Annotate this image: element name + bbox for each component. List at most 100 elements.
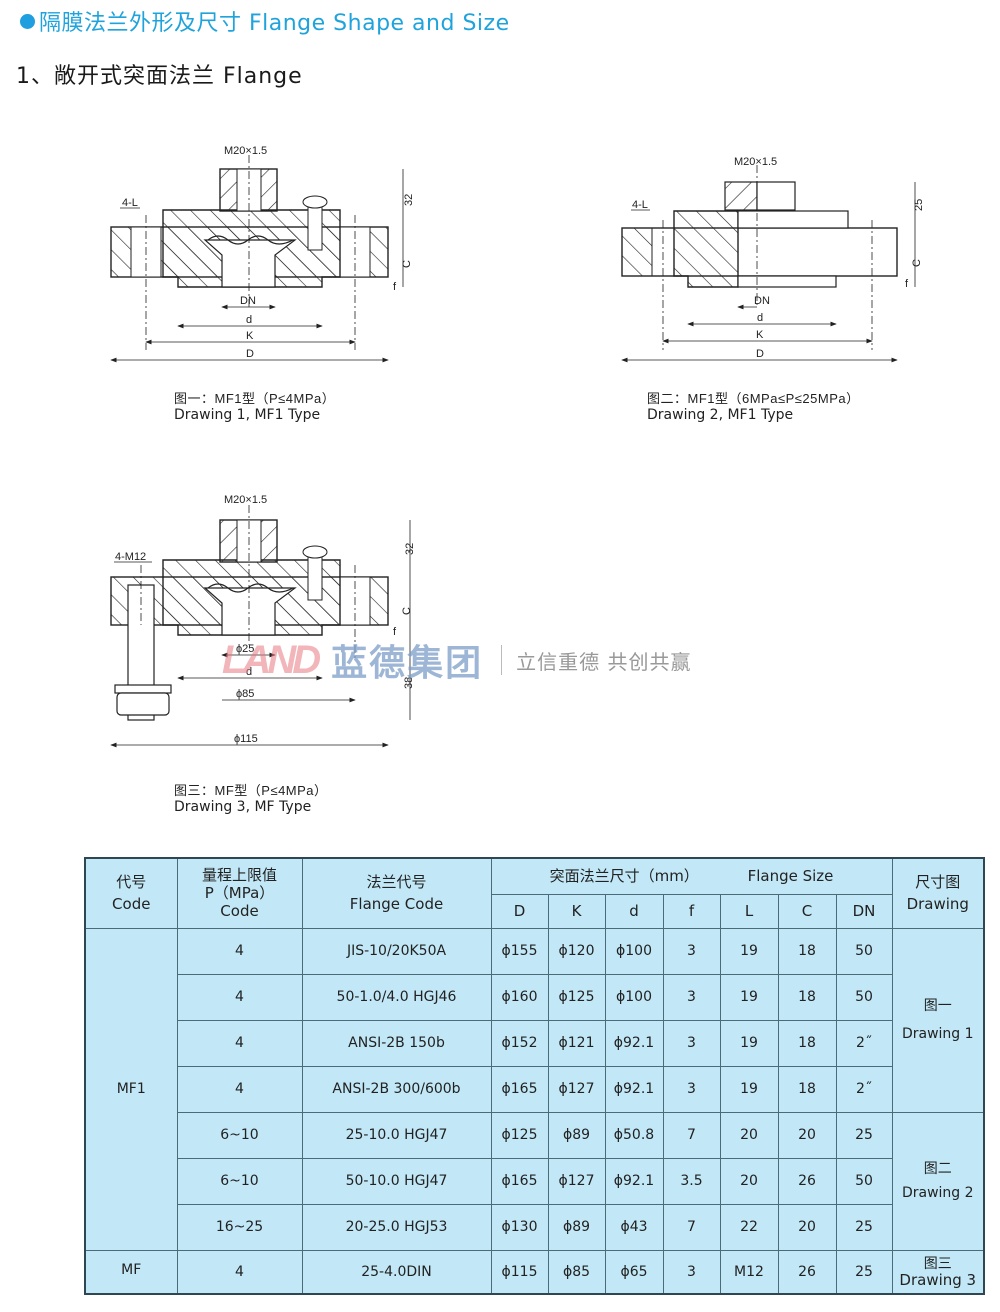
cell-pressure: 4 <box>176 973 303 1021</box>
label-bolt-length: 38 <box>403 677 415 689</box>
cell-C: 18 <box>777 973 837 1021</box>
table-row: 6~10 50-10.0 HGJ47 ϕ165 ϕ127 ϕ92.1 3.5 2… <box>85 1157 984 1205</box>
cell-K: ϕ121 <box>547 1019 606 1067</box>
subsection-title: 1、敞开式突面法兰 Flange <box>16 64 303 89</box>
code-cell-MF: MF <box>84 1249 178 1295</box>
table-row: 16~25 20-25.0 HGJ53 ϕ130 ϕ89 ϕ43 7 22 20… <box>85 1203 984 1251</box>
cell-D: ϕ125 <box>490 1111 549 1159</box>
cell-L: 19 <box>719 1019 779 1067</box>
header-pressure-cn: 量程上限值 <box>201 866 277 885</box>
cell-f: 3 <box>662 927 721 975</box>
cell-DN: 50 <box>835 927 893 975</box>
cell-flange-code: 50-10.0 HGJ47 <box>301 1157 492 1205</box>
cell-L: 19 <box>719 927 779 975</box>
cell-pressure: 6~10 <box>176 1111 303 1159</box>
label-height: 25 <box>913 199 925 211</box>
cell-D: ϕ160 <box>490 973 549 1021</box>
col-header-L: L <box>719 893 779 929</box>
cell-C: 20 <box>777 1203 837 1251</box>
cell-d: ϕ65 <box>604 1249 664 1295</box>
cell-K: ϕ85 <box>547 1249 606 1295</box>
header-code: 代号 Code <box>84 857 178 929</box>
cell-f: 3 <box>662 1065 721 1113</box>
cell-K: ϕ120 <box>547 927 606 975</box>
watermark-logo: LAND <box>222 637 321 682</box>
cell-d: ϕ100 <box>604 973 664 1021</box>
cell-D: ϕ115 <box>490 1249 549 1295</box>
flange-spec-table: 代号 Code 量程上限值 P（MPa） Code 法兰代号 Flange Co… <box>84 857 985 1295</box>
cell-DN: 25 <box>835 1111 893 1159</box>
col-header-C: C <box>777 893 837 929</box>
cell-K: ϕ127 <box>547 1065 606 1113</box>
drawing-cell-3-cn: 图三 <box>923 1255 952 1272</box>
cell-C: 18 <box>777 927 837 975</box>
drawing-cell-1: 图一 Drawing 1 <box>891 927 985 1113</box>
cell-C: 20 <box>777 1111 837 1159</box>
label-d: d <box>246 666 252 678</box>
header-flange-size-en: Flange Size <box>747 867 834 886</box>
cell-flange-code: 50-1.0/4.0 HGJ46 <box>301 973 492 1021</box>
label-DN: DN <box>754 295 770 307</box>
cell-C: 26 <box>777 1157 837 1205</box>
label-d: d <box>246 314 252 326</box>
header-flange-code: 法兰代号 Flange Code <box>301 857 492 929</box>
cell-L: 22 <box>719 1203 779 1251</box>
table-row: 4 50-1.0/4.0 HGJ46 ϕ160 ϕ125 ϕ100 3 19 1… <box>85 973 984 1021</box>
cell-K: ϕ127 <box>547 1157 606 1205</box>
cell-d: ϕ92.1 <box>604 1157 664 1205</box>
cell-pressure: 16~25 <box>176 1203 303 1251</box>
drawing-3-figure: M20×1.5 4-M12 32 C f 38 ϕ25 d ϕ85 ϕ115 <box>100 485 430 755</box>
cell-flange-code: 25-4.0DIN <box>301 1249 492 1295</box>
code-cell-MF1: MF1 <box>84 927 178 1251</box>
cell-flange-code: ANSI-2B 150b <box>301 1019 492 1067</box>
header-drawing-en: Drawing <box>906 895 969 914</box>
cell-L: 19 <box>719 1065 779 1113</box>
drawing-3-caption-en: Drawing 3, MF Type <box>174 799 312 815</box>
section-title-text: 隔膜法兰外形及尺寸 Flange Shape and Size <box>39 11 510 36</box>
col-header-D: D <box>490 893 549 929</box>
cell-DN: 50 <box>835 1157 893 1205</box>
label-thread: M20×1.5 <box>224 145 267 157</box>
cell-K: ϕ89 <box>547 1111 606 1159</box>
cell-L: 19 <box>719 973 779 1021</box>
cell-d: ϕ50.8 <box>604 1111 664 1159</box>
label-C: C <box>401 607 413 615</box>
cell-DN: 50 <box>835 973 893 1021</box>
label-holes: 4-M12 <box>115 551 146 563</box>
header-pressure-en: Code <box>220 902 259 921</box>
table-row: 4 ANSI-2B 150b ϕ152 ϕ121 ϕ92.1 3 19 18 2… <box>85 1019 984 1067</box>
label-f: f <box>393 281 397 293</box>
label-thread: M20×1.5 <box>734 156 777 168</box>
drawing-cell-2: 图二 Drawing 2 <box>891 1111 985 1251</box>
col-header-K: K <box>547 893 606 929</box>
cell-d: ϕ92.1 <box>604 1065 664 1113</box>
header-flange-size-cn: 突面法兰尺寸（mm） <box>549 867 699 886</box>
label-d: d <box>757 312 763 324</box>
drawing-cell-1-en: Drawing 1 <box>901 1026 974 1042</box>
table-row: MF 4 25-4.0DIN ϕ115 ϕ85 ϕ65 3 M12 26 25 … <box>84 1249 985 1295</box>
cell-f: 3 <box>662 973 721 1021</box>
header-flange-code-en: Flange Code <box>349 895 444 914</box>
cell-pressure: 6~10 <box>176 1157 303 1205</box>
cell-D: ϕ152 <box>490 1019 549 1067</box>
label-DN: ϕ25 <box>236 643 254 655</box>
label-holes: 4-L <box>122 197 138 209</box>
cell-f: 3 <box>662 1249 721 1295</box>
cell-DN: 25 <box>835 1203 893 1251</box>
table-row: MF1 4 JIS-10/20K50A ϕ155 ϕ120 ϕ100 3 19 … <box>84 927 985 1251</box>
drawing-3-caption: 图三：MF型（P≤4MPa） Drawing 3, MF Type <box>174 782 328 816</box>
header-drawing-cn: 尺寸图 <box>915 873 961 892</box>
cell-L: 20 <box>719 1111 779 1159</box>
cell-D: ϕ165 <box>490 1065 549 1113</box>
cell-f: 3.5 <box>662 1157 721 1205</box>
bullet-icon <box>20 13 35 29</box>
drawing-1-caption-en: Drawing 1, MF1 Type <box>174 407 321 423</box>
drawing-cell-2-cn: 图二 <box>923 1161 952 1177</box>
cell-DN: 2˝ <box>835 1019 893 1067</box>
cell-f: 7 <box>662 1111 721 1159</box>
section-title: 隔膜法兰外形及尺寸 Flange Shape and Size <box>20 5 510 37</box>
header-pressure-unit: P（MPa） <box>204 884 275 903</box>
cell-K: ϕ125 <box>547 973 606 1021</box>
table-row: 4 ANSI-2B 300/600b ϕ165 ϕ127 ϕ92.1 3 19 … <box>85 1065 984 1113</box>
drawing-1-caption-cn: 图一：MF1型（P≤4MPa） <box>174 391 336 406</box>
